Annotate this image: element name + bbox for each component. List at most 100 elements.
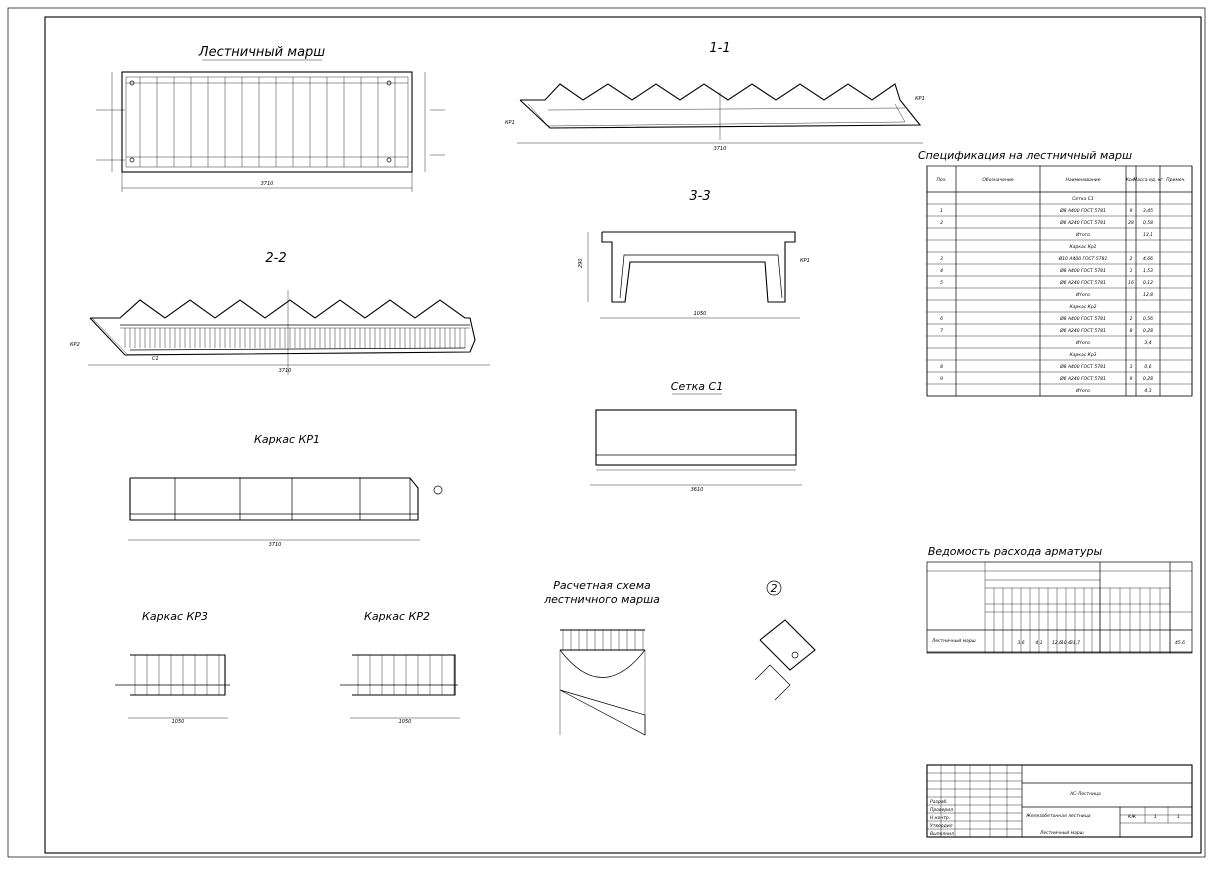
spec-header: Масса ед. кг — [1133, 177, 1163, 183]
spec-header: Наименование — [1066, 177, 1101, 183]
spec-cell: 3,4 — [1144, 340, 1151, 346]
kr3-length-dim: 1050 — [172, 719, 185, 725]
rebar-row-label: Лестничный марш — [931, 638, 976, 644]
spec-cell: 5 — [940, 280, 943, 286]
spec-cell: Ø8 А400 ГОСТ 5781 — [1059, 315, 1106, 322]
spec-cell: Ø8 А400 ГОСТ 5781 — [1059, 363, 1106, 370]
section-3-3-title: 3-3 — [689, 189, 710, 204]
section-2-2-length-dim: 3710 — [279, 368, 292, 374]
spec-cell: 1,53 — [1143, 268, 1153, 274]
spec-cell: 9 — [940, 376, 943, 382]
svg-text:КР1: КР1 — [800, 258, 810, 264]
march-title: Лестничный марш — [198, 45, 325, 60]
kr1-length-dim: 3710 — [269, 542, 282, 548]
spec-cell: 8 — [1130, 328, 1133, 334]
stamp-sheets: 1 — [1177, 814, 1180, 820]
mesh-c1: Сетка С1 3610 — [590, 380, 802, 493]
svg-text:КР1: КР1 — [915, 96, 925, 102]
spec-cell: 16 — [1128, 280, 1134, 286]
spec-cell: 0,12 — [1143, 280, 1153, 286]
spec-cell: 2 — [940, 220, 943, 226]
calc-title-1: Расчетная схема — [553, 579, 651, 592]
frame-kr3: Каркас КР3 1050 — [115, 610, 230, 725]
stamp-role: Утвердил — [930, 823, 953, 829]
stamp-role: Выполнил — [930, 831, 954, 837]
spec-title: Спецификация на лестничный марш — [918, 149, 1132, 162]
stamp-stage: КЖ — [1128, 814, 1136, 820]
spec-cell: 0,28 — [1143, 376, 1153, 382]
spec-cell: 4,3 — [1144, 388, 1151, 394]
spec-cell: 1 — [1130, 268, 1133, 274]
spec-cell: Ø8 А400 ГОСТ 5781 — [1059, 207, 1106, 214]
svg-text:КР2: КР2 — [70, 342, 80, 348]
spec-cell: 28 — [1128, 220, 1134, 226]
spec-cell: 9 — [1130, 376, 1133, 382]
spec-cell: Каркас Кр2 — [1069, 304, 1096, 310]
c1-length-dim: 3610 — [691, 487, 704, 493]
spec-cell: 2 — [1130, 256, 1133, 262]
march-length-dim: 3710 — [261, 181, 274, 187]
calc-scheme: Расчетная схема лестничного марша — [543, 579, 660, 736]
title-block: Разраб.ПроверилН.контр.УтвердилВыполнил … — [926, 764, 1193, 838]
spec-cell: Ø6 А240 ГОСТ 5781 — [1059, 279, 1106, 286]
section-3-3: 3-3 1050 290 КР1 — [578, 189, 810, 319]
section-2-2-title: 2-2 — [265, 251, 286, 266]
spec-cell: Ø6 А240 ГОСТ 5781 — [1059, 219, 1106, 226]
c1-title: Сетка С1 — [671, 380, 723, 393]
spec-cell: 9 — [1130, 208, 1133, 214]
node-2: 2 — [754, 580, 816, 701]
rebar-value: 31,7 — [1070, 640, 1080, 646]
rebar-value: 12,6 — [1052, 640, 1062, 646]
rebar-value: 10,4 — [1061, 640, 1071, 646]
rebar-title: Ведомость расхода арматуры — [928, 545, 1103, 558]
spec-cell: Ø6 А240 ГОСТ 5781 — [1059, 375, 1106, 382]
spec-cell: Итого — [1076, 232, 1090, 238]
rebar-value: 3,6 — [1017, 640, 1024, 646]
section-1-1: 1-1 3710 КР1 КР1 — [505, 41, 925, 152]
spec-cell: 3 — [940, 256, 943, 262]
spec-cell: Сетка С1 — [1072, 196, 1094, 202]
svg-text:290: 290 — [578, 258, 584, 268]
stamp-role: Разраб. — [930, 799, 948, 805]
kr2-title: Каркас КР2 — [364, 610, 430, 623]
inner-frame — [44, 16, 1202, 854]
stamp-code: АС-Лестница — [1069, 791, 1101, 797]
rebar-value: 4,1 — [1035, 640, 1042, 646]
spec-cell: Итого — [1076, 340, 1090, 346]
section-1-1-length-dim: 3710 — [714, 146, 727, 152]
spec-cell: 0,56 — [1143, 316, 1153, 322]
spec-cell: 2 — [1130, 316, 1133, 322]
spec-cell: 6 — [940, 316, 943, 322]
spec-header: Поз. — [937, 177, 947, 183]
spec-cell: 8 — [940, 364, 943, 370]
spec-cell: 3,45 — [1143, 208, 1153, 214]
spec-cell: Ø6 А240 ГОСТ 5781 — [1059, 327, 1106, 334]
stamp-sheet-title: Лестничный марш — [1039, 830, 1084, 836]
stamp-object: Железобетонная лестница — [1025, 813, 1091, 819]
spec-table: Спецификация на лестничный марш Поз.Обоз… — [918, 149, 1193, 397]
svg-text:КР1: КР1 — [505, 120, 515, 126]
kr3-title: Каркас КР3 — [142, 610, 208, 623]
spec-cell: Каркас Кр3 — [1069, 352, 1096, 358]
spec-cell: 3 — [1130, 364, 1133, 370]
march-plan: Лестничный марш 3710 — [96, 45, 445, 192]
spec-header: Примеч. — [1166, 177, 1185, 183]
spec-cell: Ø8 А400 ГОСТ 5781 — [1059, 267, 1106, 274]
spec-cell: 12,8 — [1143, 292, 1153, 298]
spec-cell: 7 — [940, 328, 943, 334]
frame-kr1: Каркас КР1 3710 — [128, 433, 443, 548]
spec-cell: 0,28 — [1143, 328, 1153, 334]
svg-text:С1: С1 — [152, 356, 159, 362]
section-3-3-width-dim: 1050 — [694, 311, 707, 317]
outer-frame — [7, 7, 1206, 858]
stamp-sheet: 1 — [1154, 814, 1157, 820]
kr1-title: Каркас КР1 — [254, 433, 320, 446]
spec-cell: 13,1 — [1143, 232, 1153, 238]
stamp-role: Проверил — [930, 807, 953, 813]
spec-cell: 4,66 — [1143, 256, 1153, 262]
spec-cell: Итого — [1076, 388, 1090, 394]
kr2-length-dim: 1050 — [399, 719, 412, 725]
spec-cell: 0,6 — [1144, 364, 1151, 370]
